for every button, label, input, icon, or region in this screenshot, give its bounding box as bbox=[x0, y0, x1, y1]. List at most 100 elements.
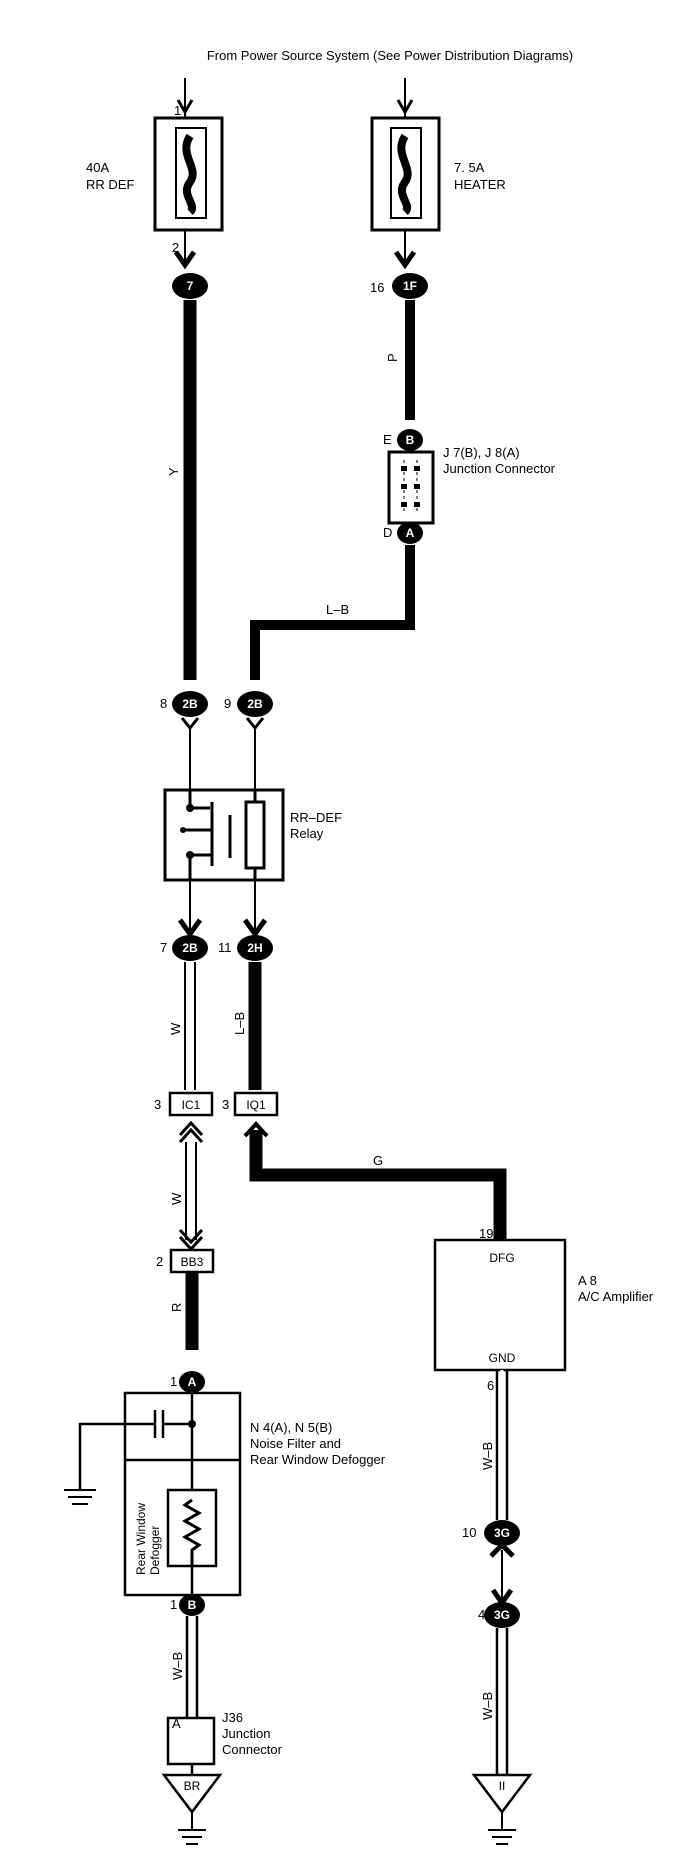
fuse-rr-def-pin-in: 1 bbox=[174, 103, 181, 118]
pin-b1: 1 bbox=[170, 1597, 177, 1612]
connector-ic1-label: IC1 bbox=[182, 1098, 201, 1112]
connector-3g-4-label: 3G bbox=[494, 1608, 510, 1622]
pin-2-bb3: 2 bbox=[156, 1254, 163, 1269]
amp-label-2: A/C Amplifier bbox=[578, 1289, 654, 1304]
j36-label-2: Junction bbox=[222, 1726, 270, 1741]
junction-label-1: J 7(B), J 8(A) bbox=[443, 445, 520, 460]
ground-ii: II bbox=[471, 1773, 533, 1845]
fuse-rr-def-rating: 40A bbox=[86, 160, 109, 175]
relay-label-1: RR–DEF bbox=[290, 810, 342, 825]
wire-p-label: P bbox=[385, 353, 400, 362]
connector-7-label: 7 bbox=[187, 279, 194, 293]
wire-w-1-label: W bbox=[168, 1022, 183, 1035]
connector-b-label: B bbox=[188, 1598, 197, 1612]
junction-pin-d: D bbox=[383, 525, 392, 540]
connector-2h-label: 2H bbox=[247, 941, 262, 955]
connector-2b-8-label: 2B bbox=[182, 697, 198, 711]
wire-l-b-v-label: L–B bbox=[232, 1012, 247, 1035]
pin-a1: 1 bbox=[170, 1374, 177, 1389]
amp-label-1: A 8 bbox=[578, 1273, 597, 1288]
pin-11: 11 bbox=[218, 940, 232, 955]
ground-ii-label: II bbox=[499, 1779, 506, 1793]
wire-l-b-vertical: L–B bbox=[232, 962, 262, 1090]
wire-y-label: Y bbox=[166, 467, 181, 476]
amp-terminal-gnd: GND bbox=[489, 1351, 516, 1365]
pin-7: 7 bbox=[160, 940, 167, 955]
wire-g-label: G bbox=[373, 1153, 383, 1168]
junction-j7-j8: E B A D J 7(B), J 8(A) Junction Connecto… bbox=[383, 429, 556, 544]
pin-8: 8 bbox=[160, 696, 167, 711]
wire-w-b-2: 6 W–B bbox=[480, 1370, 509, 1520]
junction-conn-b: B bbox=[406, 433, 415, 447]
fuse-heater-pin-out: 16 bbox=[370, 280, 384, 295]
j36-label-1: J36 bbox=[222, 1710, 243, 1725]
wire-w-b-2-label: W–B bbox=[480, 1442, 495, 1470]
ground-br-label: BR bbox=[184, 1779, 201, 1793]
connector-iq1-label: IQ1 bbox=[246, 1098, 266, 1112]
noise-filter-label-2: Noise Filter and bbox=[250, 1436, 341, 1451]
wire-l-b-horizontal: L–B bbox=[250, 545, 415, 680]
wire-w-1: W bbox=[168, 962, 196, 1090]
connector-2b-7-label: 2B bbox=[182, 941, 198, 955]
connector-2h: 2H 11 bbox=[218, 935, 273, 961]
diagram-title: From Power Source System (See Power Dist… bbox=[207, 48, 573, 63]
defogger-label-2: Defogger bbox=[148, 1526, 162, 1575]
fuse-heater-rating: 7. 5A bbox=[454, 160, 485, 175]
pin-10: 10 bbox=[462, 1525, 476, 1540]
connector-2b-8: 2B 8 bbox=[160, 691, 208, 731]
noise-filter-label-1: N 4(A), N 5(B) bbox=[250, 1420, 332, 1435]
j36-label-3: Connector bbox=[222, 1742, 283, 1757]
junction-j36: A J36 Junction Connector bbox=[166, 1710, 283, 1775]
wire-w-b-1-label: W–B bbox=[170, 1652, 185, 1680]
connector-2b-7: 2B 7 bbox=[160, 935, 208, 961]
wire-y: Y bbox=[166, 300, 197, 680]
fuse-heater-name: HEATER bbox=[454, 177, 506, 192]
wire-w-b-3: W–B bbox=[480, 1628, 509, 1775]
noise-filter-label-3: Rear Window Defogger bbox=[250, 1452, 386, 1467]
noise-filter-defogger: 1 A Rear Window Defogger N 4(A), N 5(B) … bbox=[64, 1371, 386, 1616]
wire-w-2: W bbox=[169, 1142, 204, 1252]
connector-1f: 1F bbox=[392, 273, 428, 299]
ac-amplifier: 19 DFG GND A 8 A/C Amplifier bbox=[433, 1226, 654, 1372]
wire-r: R bbox=[169, 1272, 199, 1350]
connector-ic1: IC1 3 bbox=[154, 1091, 214, 1144]
wire-w-2-label: W bbox=[169, 1192, 184, 1205]
fuse-rr-def-pin-out: 2 bbox=[172, 240, 179, 255]
junction-conn-a: A bbox=[406, 526, 415, 540]
relay-label-2: Relay bbox=[290, 826, 324, 841]
wire-w-b-3-label: W–B bbox=[480, 1692, 495, 1720]
connector-3g-4: 3G 4 bbox=[478, 1602, 520, 1628]
pin-3-iq1: 3 bbox=[222, 1097, 229, 1112]
defogger-label-1: Rear Window bbox=[134, 1503, 148, 1575]
connector-7: 7 bbox=[172, 273, 208, 299]
connector-2b-9-label: 2B bbox=[247, 697, 263, 711]
wire-g: G bbox=[249, 1130, 507, 1240]
connector-bb3: BB3 2 bbox=[156, 1248, 215, 1274]
junction-pin-e: E bbox=[383, 432, 392, 447]
fuse-heater: 7. 5A HEATER 16 bbox=[370, 78, 506, 295]
pin-3-ic1: 3 bbox=[154, 1097, 161, 1112]
fuse-rr-def-name: RR DEF bbox=[86, 177, 134, 192]
pin-19: 19 bbox=[479, 1226, 493, 1241]
junction-label-2: Junction Connector bbox=[443, 461, 556, 476]
connector-3g-10: 3G 10 bbox=[462, 1520, 520, 1608]
rr-def-relay: RR–DEF Relay bbox=[163, 728, 342, 939]
connector-iq1: IQ1 3 bbox=[222, 1091, 279, 1138]
fuse-rr-def: 1 40A RR DEF 2 bbox=[86, 78, 224, 270]
pin-4: 4 bbox=[478, 1607, 485, 1622]
wire-r-label: R bbox=[169, 1303, 184, 1312]
wire-p: P bbox=[385, 300, 415, 420]
connector-3g-10-label: 3G bbox=[494, 1526, 510, 1540]
wire-l-b-h-label: L–B bbox=[326, 602, 349, 617]
j36-pin-a: A bbox=[172, 1716, 181, 1731]
wire-w-b-1: W–B bbox=[170, 1616, 199, 1718]
connector-a-label: A bbox=[188, 1375, 197, 1389]
connector-1f-label: 1F bbox=[403, 279, 417, 293]
pin-9: 9 bbox=[224, 696, 231, 711]
amp-terminal-dfg: DFG bbox=[489, 1251, 514, 1265]
connector-bb3-label: BB3 bbox=[181, 1255, 204, 1269]
ground-br: BR bbox=[161, 1773, 223, 1845]
connector-2b-9: 2B 9 bbox=[224, 691, 273, 731]
pin-6: 6 bbox=[487, 1378, 494, 1393]
